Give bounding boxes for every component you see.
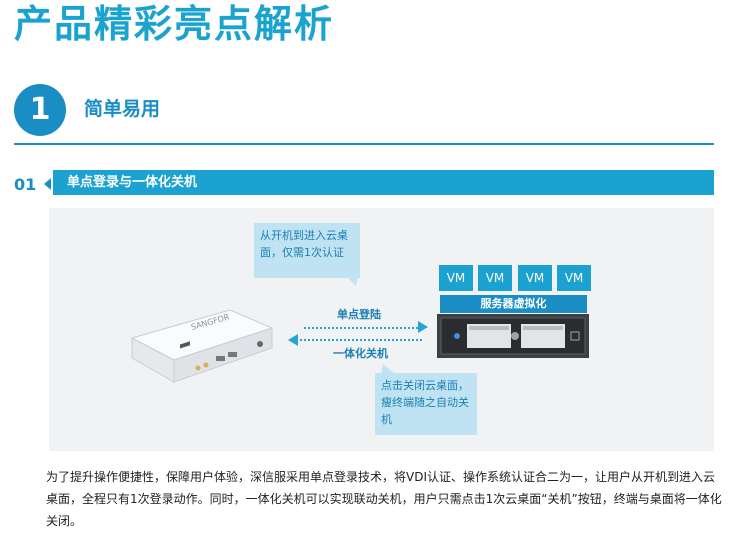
flow-login-label: 单点登陆 <box>337 308 381 321</box>
server-device <box>437 314 589 358</box>
login-callout: 从开机到进入云桌面，仅需1次认证 <box>254 223 360 278</box>
flow-shutdown-label: 一体化关机 <box>333 347 388 360</box>
section-number-badge: 1 <box>14 84 66 136</box>
callout-pointer-icon <box>381 364 395 374</box>
subsection-title: 单点登录与一体化关机 <box>67 175 198 190</box>
shutdown-callout: 点击关闭云桌面，瘦终端随之自动关机 <box>375 373 477 435</box>
section-title: 简单易用 <box>84 98 161 120</box>
vm-box: VM <box>518 265 552 291</box>
subsection-arrow-icon <box>44 178 51 190</box>
subsection-number: 01 <box>14 175 37 194</box>
flow-login-line <box>304 327 422 329</box>
subsection-bar <box>53 170 714 195</box>
server-virtualization-label: 服务器虚拟化 <box>440 295 587 313</box>
callout-pointer-icon <box>346 276 358 286</box>
page-title: 产品精彩亮点解析 <box>14 2 335 46</box>
section-divider <box>14 143 714 145</box>
vm-box: VM <box>439 265 473 291</box>
thin-client-device: SANGFOR <box>130 309 274 383</box>
arrow-right-icon <box>418 321 428 333</box>
arrow-left-icon <box>288 334 298 346</box>
vm-box: VM <box>478 265 512 291</box>
description-paragraph: 为了提升操作便捷性，保障用户体验，深信服采用单点登录技术，将VDI认证、操作系统… <box>46 470 722 528</box>
vm-box: VM <box>557 265 591 291</box>
flow-shutdown-line <box>296 339 422 341</box>
